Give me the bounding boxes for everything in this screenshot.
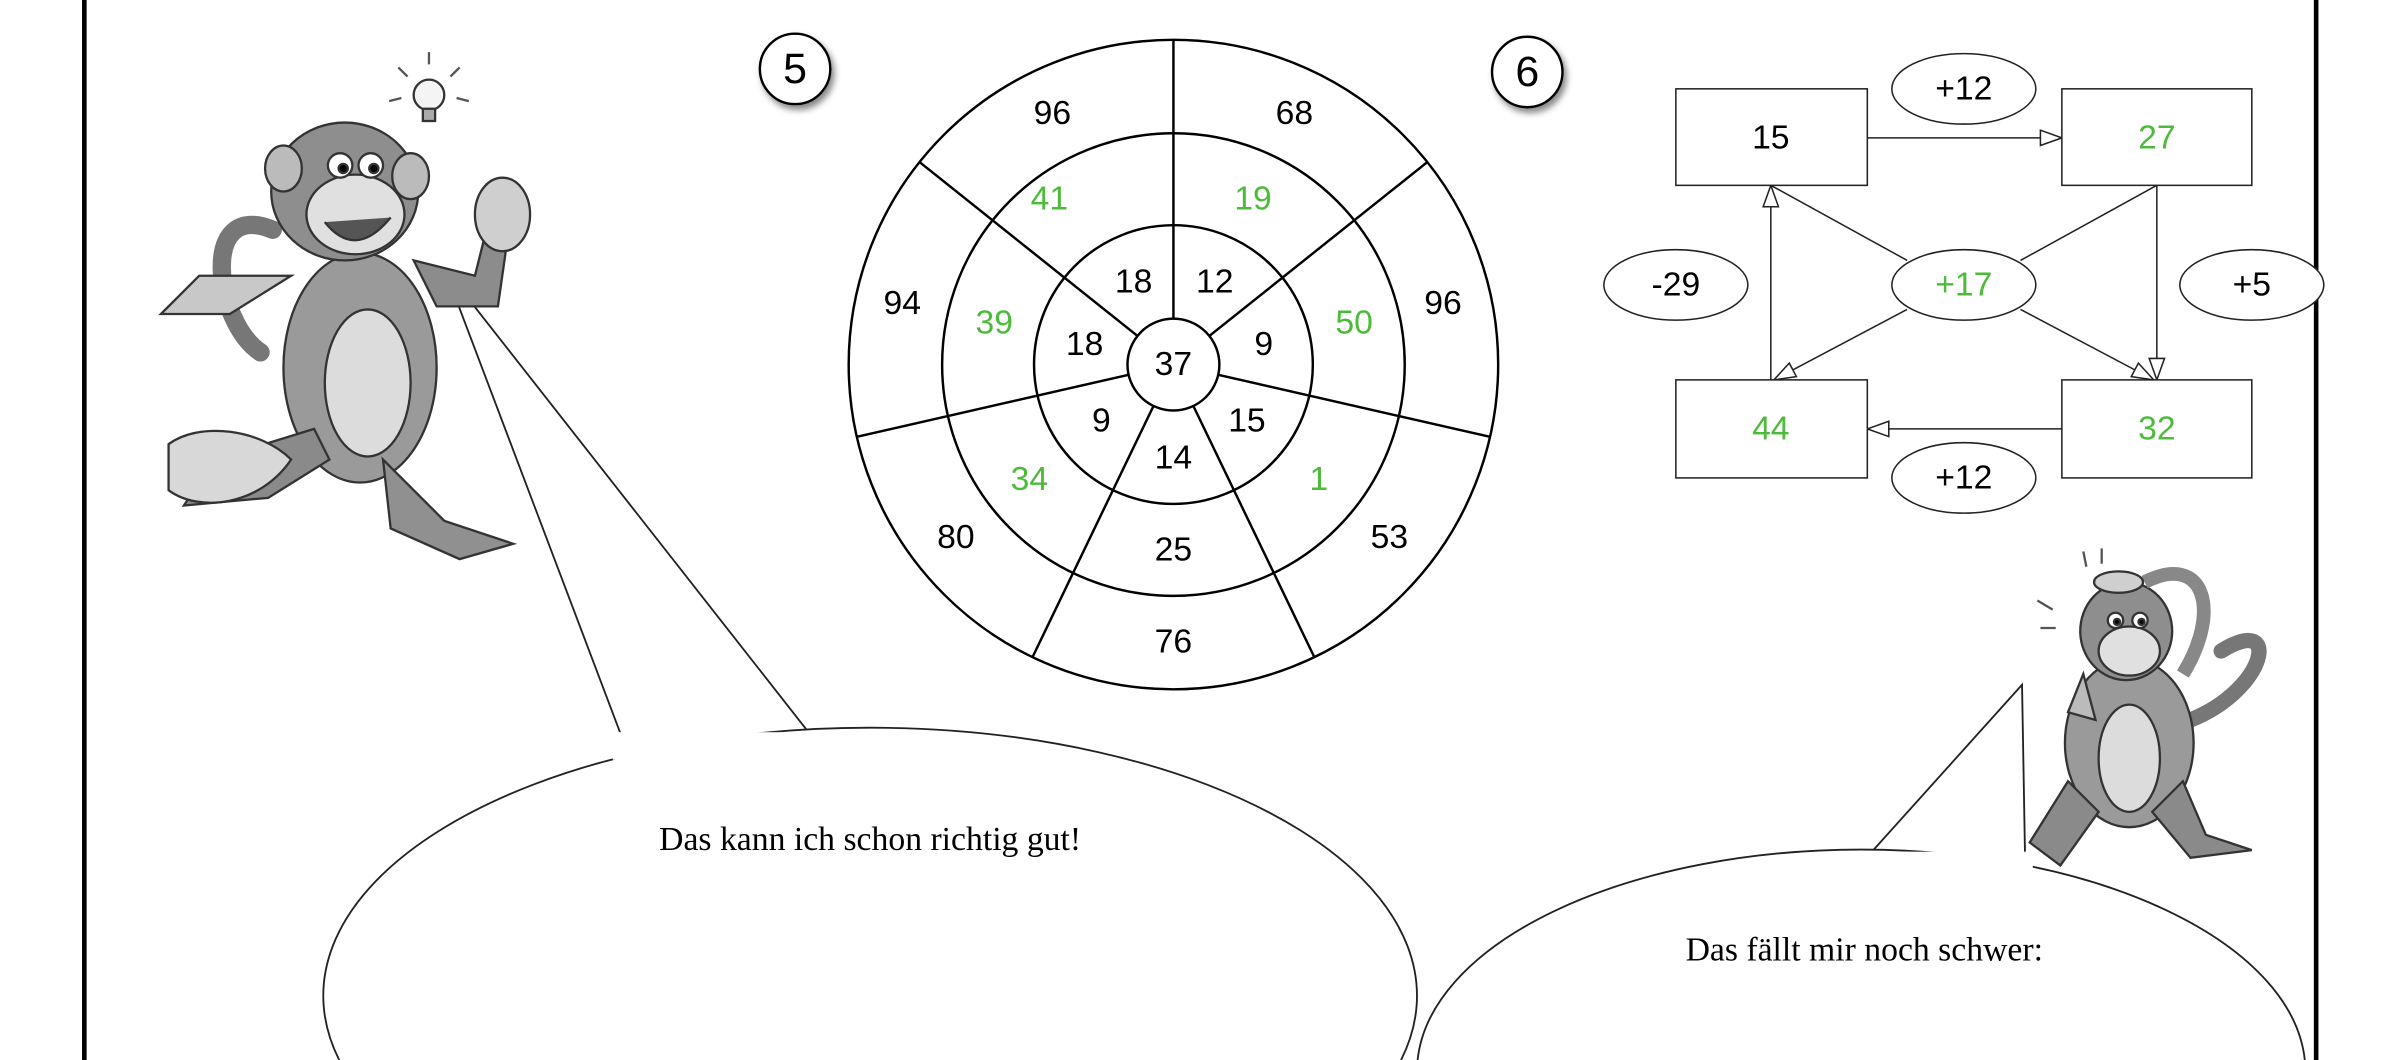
wheel-spoke (918, 161, 1139, 337)
wheel-spoke (1192, 405, 1316, 658)
svg-text:27: 27 (2138, 119, 2175, 156)
number-wheel: 37 18 12 9 15 14 9 18 41 19 50 1 25 34 3… (847, 38, 1500, 691)
speech-bubble-right: Das fällt mir noch schwer: (1416, 682, 2306, 1060)
middle-value: 41 (1031, 181, 1068, 218)
speech-text-right: Das fällt mir noch schwer: (1686, 931, 2043, 968)
middle-value: 50 (1335, 305, 1372, 342)
inner-value: 18 (1066, 326, 1103, 363)
lightbulb-icon (388, 52, 470, 123)
svg-text:+12: +12 (1935, 459, 1992, 496)
task-number-6: 6 (1490, 35, 1564, 109)
wheel-center (1126, 317, 1221, 412)
wheel-spoke (1208, 161, 1429, 337)
op-bottom: +12 (1891, 441, 2037, 514)
op-top: +12 (1891, 52, 2037, 125)
svg-text:44: 44 (1752, 410, 1789, 447)
box-bottom-right: 32 (2061, 379, 2253, 479)
middle-value: 39 (975, 305, 1012, 342)
svg-text:32: 32 (2138, 410, 2175, 447)
box-top-left: 15 (1675, 88, 1869, 187)
outer-value: 96 (1034, 95, 1071, 132)
thinking-monkey-illustration (2028, 548, 2267, 868)
outer-value: 68 (1276, 95, 1313, 132)
inner-value: 9 (1254, 326, 1273, 363)
outer-value: 76 (1155, 623, 1192, 660)
svg-text:+12: +12 (1935, 70, 1992, 107)
inner-value: 15 (1228, 403, 1265, 440)
svg-text:-29: -29 (1652, 266, 1701, 303)
inner-value: 18 (1115, 263, 1152, 300)
op-right: +5 (2179, 248, 2325, 321)
inner-value: 14 (1155, 440, 1192, 477)
op-left: -29 (1603, 248, 1749, 321)
wheel-spoke (856, 373, 1129, 439)
middle-value: 34 (1011, 461, 1048, 498)
box-bottom-left: 44 (1675, 379, 1869, 479)
wheel-spoke (1031, 405, 1155, 658)
middle-value: 1 (1310, 461, 1329, 498)
middle-value: 25 (1155, 531, 1192, 568)
speech-bubble-left: Das kann ich schon richtig gut! (322, 267, 1418, 1060)
svg-text:+5: +5 (2233, 266, 2271, 303)
wheel-spoke (1217, 373, 1491, 439)
inner-value: 9 (1092, 403, 1111, 440)
svg-text:6: 6 (1515, 48, 1539, 96)
svg-text:15: 15 (1752, 119, 1789, 156)
svg-text:+17: +17 (1935, 266, 1992, 303)
speech-text-left: Das kann ich schon richtig gut! (659, 821, 1081, 858)
inner-value: 12 (1196, 263, 1233, 300)
box-top-right: 27 (2061, 88, 2253, 187)
svg-text:5: 5 (783, 45, 807, 93)
happy-monkey-illustration (158, 52, 532, 561)
outer-value: 53 (1371, 519, 1408, 556)
outer-value: 94 (884, 285, 921, 322)
wheel-center-value: 37 (1155, 346, 1192, 383)
outer-value: 96 (1424, 285, 1461, 322)
task-number-5: 5 (758, 32, 832, 106)
middle-value: 19 (1234, 181, 1271, 218)
arrow-diagram: 15 27 44 32 +12 -29 +17 +5 (1603, 52, 2325, 514)
outer-value: 80 (937, 519, 974, 556)
op-center: +17 (1891, 248, 2037, 321)
